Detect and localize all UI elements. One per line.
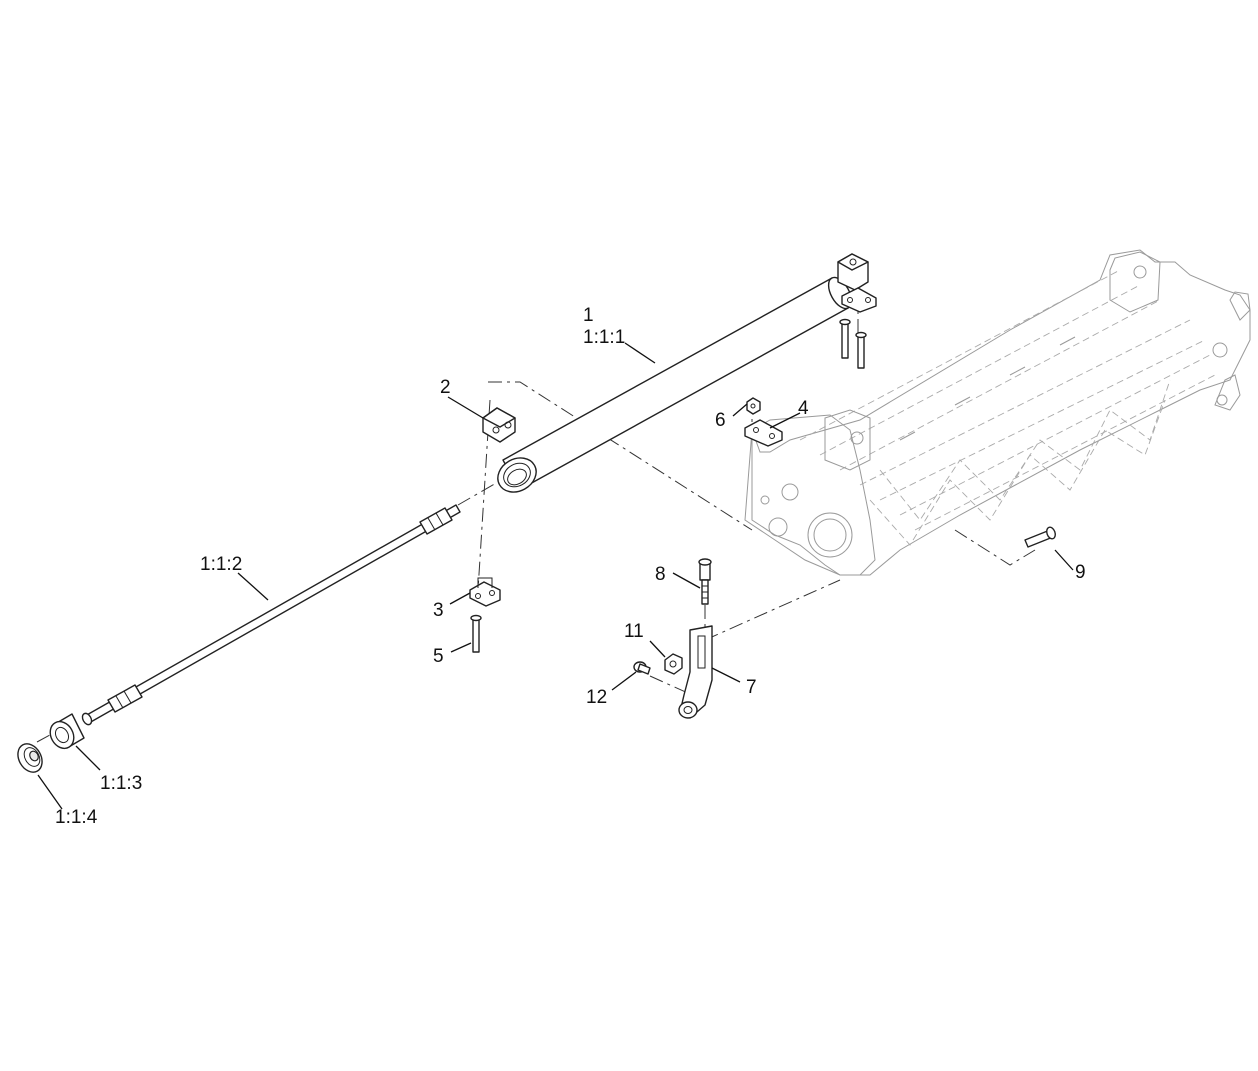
part-1-1-3-bearing bbox=[49, 713, 85, 750]
callout-11: 11 bbox=[624, 621, 644, 642]
callout-1-1-4: 1:1:4 bbox=[55, 807, 98, 828]
part-3-clamp bbox=[469, 577, 501, 607]
part-6-nut bbox=[746, 397, 761, 415]
callout-3: 3 bbox=[433, 600, 444, 621]
part-9-bolt bbox=[1024, 526, 1056, 548]
callout-1-1-1: 1:1:1 bbox=[583, 327, 625, 348]
callout-9: 9 bbox=[1075, 562, 1086, 583]
callout-8: 8 bbox=[655, 564, 666, 585]
leader-lines bbox=[37, 342, 1074, 810]
callout-2: 2 bbox=[440, 377, 451, 398]
part-1-1-4-seal bbox=[17, 743, 43, 773]
cutting-unit-frame bbox=[744, 249, 1251, 576]
part-7-lever-arm bbox=[678, 625, 713, 719]
callout-5: 5 bbox=[433, 646, 444, 667]
part-11-nut bbox=[664, 653, 683, 675]
part-2-housing bbox=[482, 407, 516, 443]
part-1-1-2-shaft bbox=[81, 504, 461, 726]
callout-1-1-3: 1:1:3 bbox=[100, 773, 142, 794]
end-bearing-housing bbox=[837, 253, 877, 369]
roller-tube bbox=[497, 276, 853, 493]
part-5-screw bbox=[470, 614, 482, 653]
callout-12: 12 bbox=[586, 687, 607, 708]
callout-1: 1 bbox=[583, 305, 594, 326]
callout-4: 4 bbox=[798, 398, 809, 419]
callout-6: 6 bbox=[715, 410, 726, 431]
part-4-plate bbox=[744, 419, 783, 447]
callout-7: 7 bbox=[746, 677, 757, 698]
part-8-adjuster bbox=[698, 558, 712, 605]
callout-labels: 1 1:1:1 2 4 6 9 8 11 7 12 3 5 1:1:2 1:1:… bbox=[55, 305, 1086, 828]
part-12-screw bbox=[633, 661, 651, 675]
callout-1-1-2: 1:1:2 bbox=[200, 554, 242, 575]
